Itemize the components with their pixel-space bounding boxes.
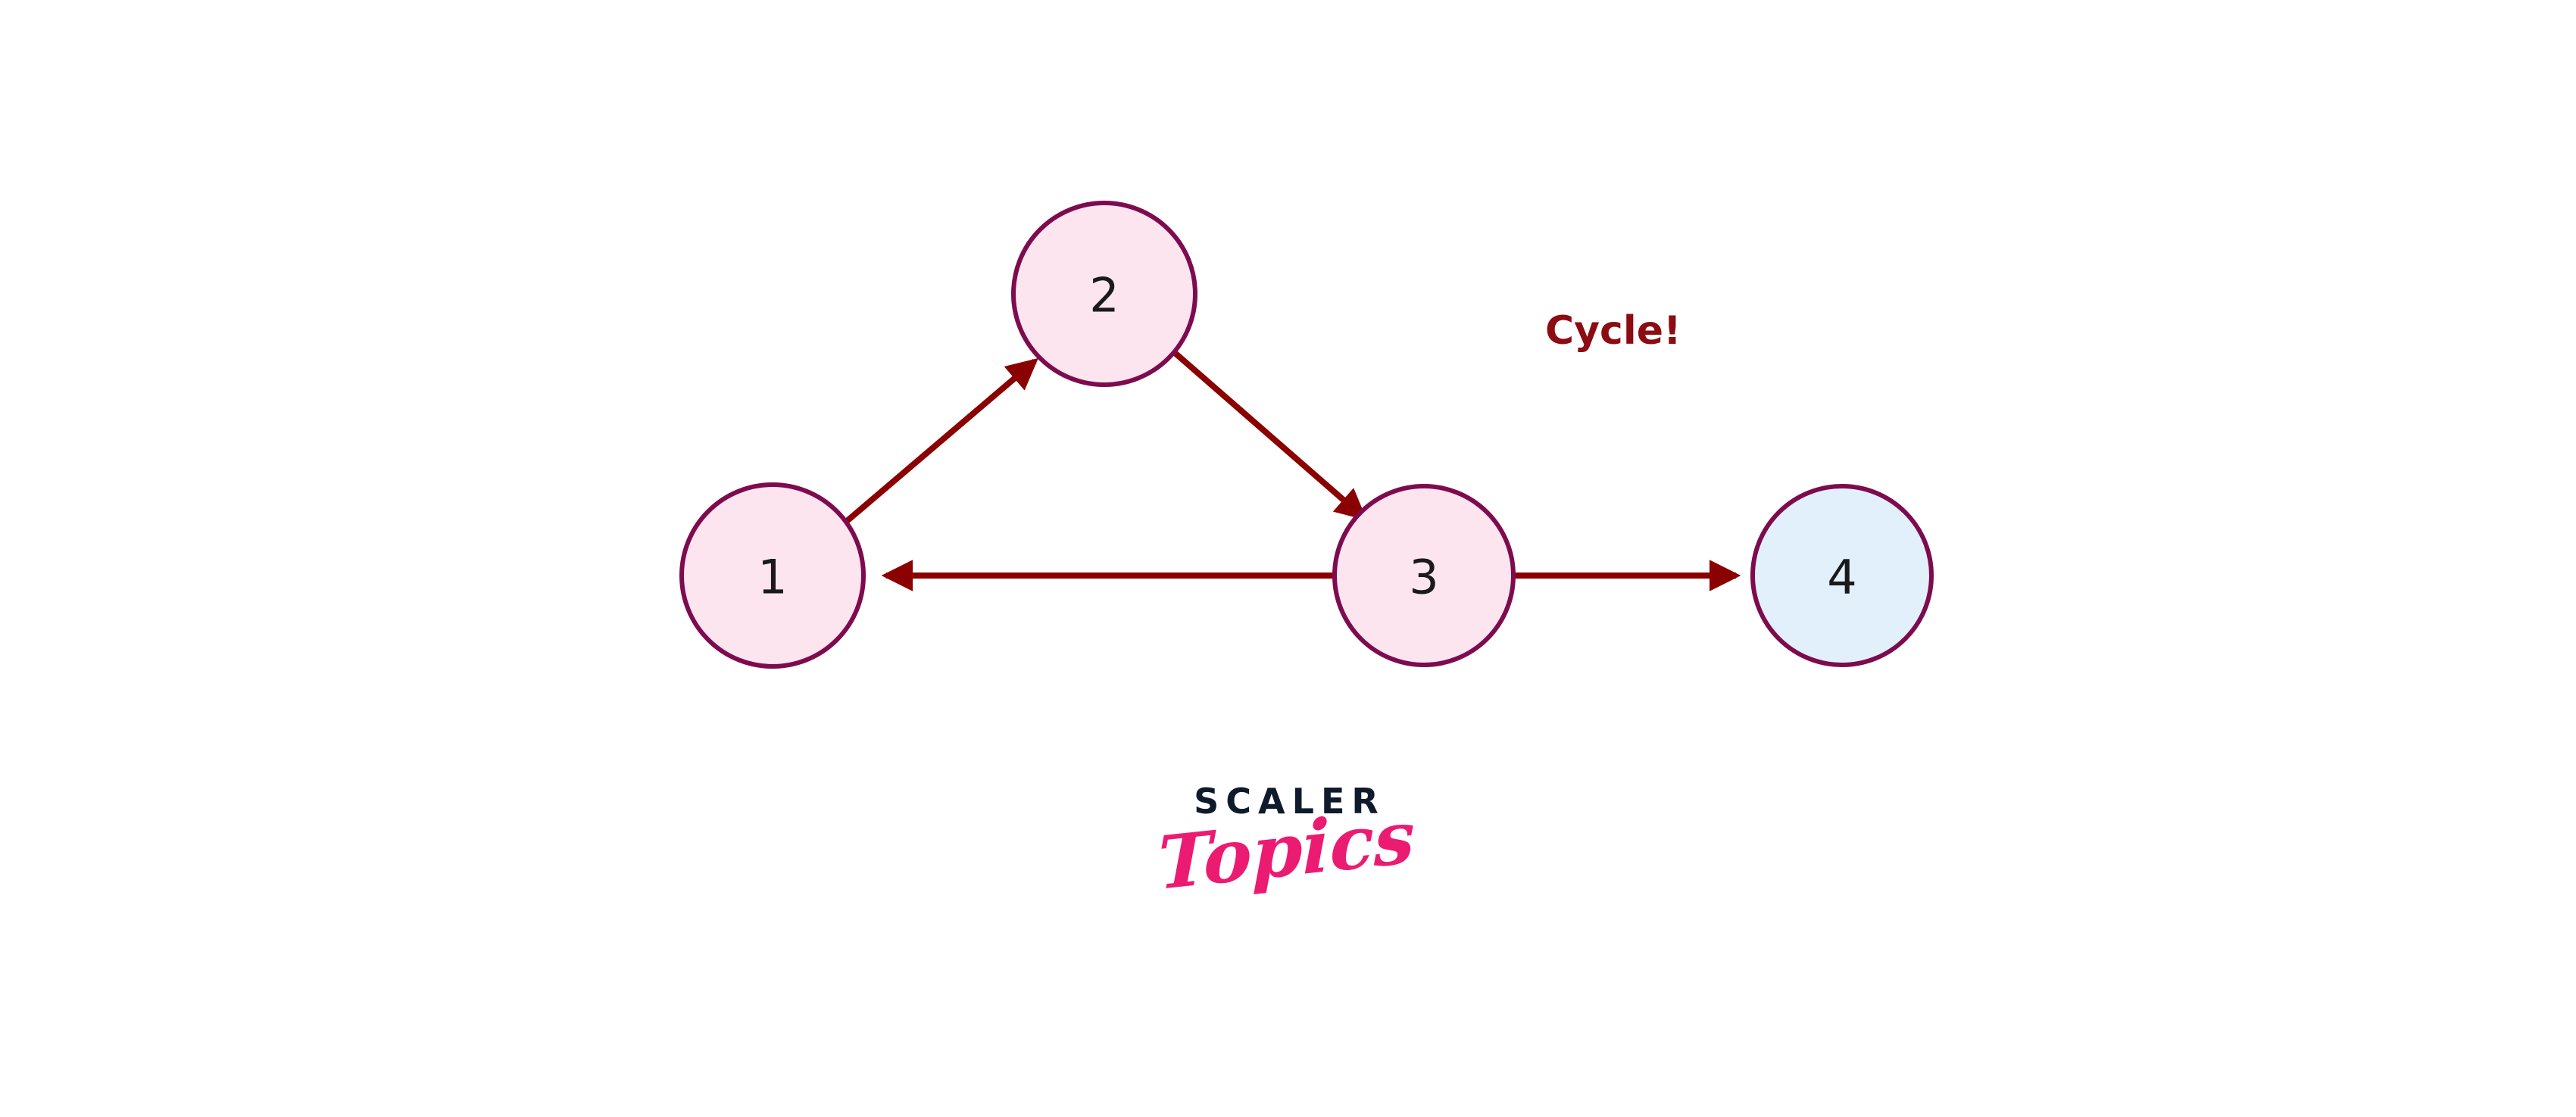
node-4-circle[interactable] [1750,484,1934,667]
node-3-circle[interactable] [1332,484,1516,667]
node-2[interactable]: 2 [1011,201,1197,387]
node-3-label: 3 [1409,550,1438,605]
node-1[interactable]: 1 [679,482,866,669]
edge-1-to-2 [844,357,1038,525]
node-1-circle[interactable] [679,482,866,669]
cycle-annotation-label: Cycle! [1545,308,1681,354]
node-2-circle[interactable] [1011,201,1197,387]
edge-group [844,349,1741,591]
scaler-topics-logo: SCALER Topics [1157,781,1415,906]
node-3[interactable]: 3 [1332,484,1516,667]
node-4-label: 4 [1827,550,1856,605]
node-4[interactable]: 4 [1750,484,1934,667]
edge-2-to-3 [1172,349,1367,521]
node-1-label: 1 [757,550,787,605]
node-group: 1 2 3 4 [679,201,1934,669]
logo-scaler-wordmark: SCALER [1194,781,1385,822]
node-2-label: 2 [1089,268,1119,323]
